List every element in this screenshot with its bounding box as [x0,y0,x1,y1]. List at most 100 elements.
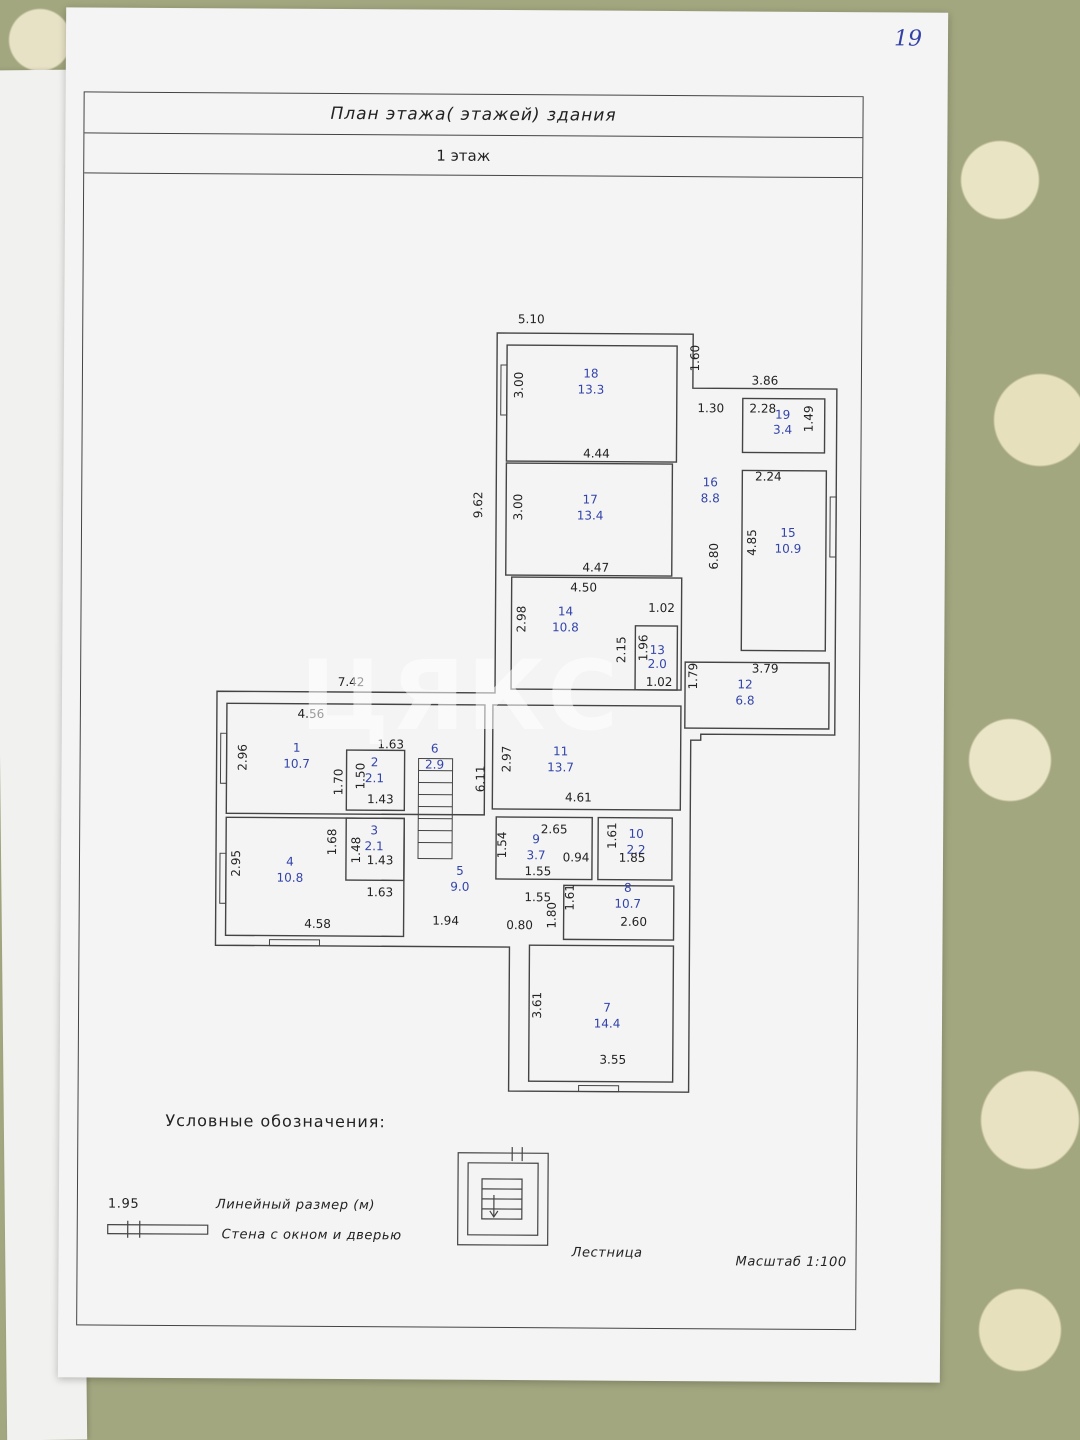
dimension-label: 1.48 [349,837,363,864]
room-8-number: 8 [624,881,632,895]
room-12-outline [684,661,830,730]
room-16-area: 8.8 [701,491,720,505]
floor-plan-sheet: 19 План этажа( этажей) здания 1 этаж [57,7,949,1383]
room-9-outline [495,816,593,881]
room-17-number: 17 [583,492,598,506]
dimension-label: 1.55 [524,890,551,904]
room-19-number: 19 [775,408,790,422]
dimension-label: 1.02 [646,675,673,689]
dimension-label: 0.94 [563,850,590,864]
dimension-label: 1.50 [353,763,367,790]
dimension-label: 4.58 [304,917,331,931]
dimension-label: 2.96 [236,744,250,771]
room-12-number: 12 [737,677,752,691]
room-2-number: 2 [371,755,379,769]
dimension-label: 3.00 [512,372,526,399]
dimension-label: 7.42 [338,675,365,689]
room-8-outline [562,884,675,941]
dimension-label: 1.43 [367,853,394,867]
legend-stair-symbol [457,1147,549,1246]
room-18-outline [505,344,678,463]
dimension-label: 2.15 [614,636,628,663]
stairs [417,757,454,860]
dimension-label: 1.61 [605,822,619,849]
watermark: ЦЯКС [300,640,620,752]
dimension-label: 2.24 [755,470,782,484]
room-13-area: 2.0 [648,657,667,671]
dimension-label: 1.61 [563,884,577,911]
windows [219,364,837,1093]
legend-wall-label: Стена с окном и дверью [221,1227,402,1244]
room-3-number: 3 [370,823,378,837]
dimension-label: 4.85 [745,529,759,556]
room-14-outline [510,576,683,691]
legend-title: Условные обозначения: [165,1110,386,1132]
dimension-label: 1.70 [331,769,345,796]
room-1-area: 10.7 [283,757,310,771]
room-15-outline [740,469,828,652]
dimension-label: 1.49 [802,405,816,432]
dimension-label: 1.79 [686,663,700,690]
dimension-label: 1.54 [495,832,509,859]
dimension-label: 2.98 [514,606,528,633]
legend-dim-label: Линейный размер (м) [215,1197,376,1214]
dimension-label: 1.68 [325,829,339,856]
room-11-area: 13.7 [547,760,574,774]
room-5-number: 5 [456,864,464,878]
room-7-number: 7 [603,1001,611,1015]
room-19-outline [741,397,826,454]
room-2-area: 2.1 [365,771,384,785]
room-19-area: 3.4 [773,423,792,437]
room-14-area: 10.8 [552,620,579,634]
dimension-label: 4.50 [570,580,597,594]
room-16-number: 16 [703,475,718,489]
room-10-outline [597,816,673,881]
dimension-label: 2.95 [229,850,243,877]
room-7-area: 14.4 [594,1017,621,1031]
dimension-label: 4.61 [565,790,592,804]
dimension-label: 6.80 [707,543,721,570]
room-8-area: 10.7 [614,897,641,911]
room-4-area: 10.8 [276,871,303,885]
room-10-area: 2.2 [626,843,645,857]
dimension-label: 2.60 [620,915,647,929]
room-9-number: 9 [532,832,540,846]
dimension-label: 4.56 [297,707,324,721]
dimension-label: 2.28 [749,401,776,415]
room-2-outline [345,749,406,812]
dimension-label: 3.61 [530,992,544,1019]
room-15-area: 10.9 [774,542,801,556]
dimension-label: 4.47 [582,560,609,574]
dimension-label: 3.00 [511,494,525,521]
room-6-number: 6 [431,742,439,756]
dimension-label: 1.63 [377,737,404,751]
dimension-label: 4.44 [583,446,610,460]
dimension-label: 1.55 [525,864,552,878]
dimension-label: 1.43 [367,792,394,806]
dimension-label: 2.65 [541,822,568,836]
dimension-label: 3.55 [599,1053,626,1067]
drawing-frame: План этажа( этажей) здания 1 этаж [76,91,864,1331]
floor-plan-drawing: 18 13.3 17 13.4 16 8.8 19 3.4 15 10.9 14… [107,312,838,1246]
room-4-number: 4 [286,855,294,869]
dimension-label: 1.60 [688,345,702,372]
room-12-area: 6.8 [735,693,754,707]
page-number: 19 [893,26,923,52]
dimension-label: 2.97 [500,746,514,773]
room-5-area: 9.0 [450,880,469,894]
dimension-label: 1.30 [697,401,724,415]
room-3-area: 2.1 [364,839,383,853]
room-11-number: 11 [553,744,568,758]
room-6-area: 2.9 [425,758,444,772]
room-10-number: 10 [628,827,643,841]
room-14-number: 14 [558,604,573,618]
legend-stair-label: Лестница [571,1245,643,1261]
dimension-label: 3.86 [752,374,779,388]
dimension-label: 3.79 [752,662,779,676]
outer-wall [214,332,838,1093]
dimension-label: 1.94 [432,914,459,928]
room-17-area: 13.4 [577,508,604,522]
dimension-label: 9.62 [471,491,485,518]
room-15-number: 15 [780,526,795,540]
legend-dim-sample: 1.95 [107,1196,140,1212]
